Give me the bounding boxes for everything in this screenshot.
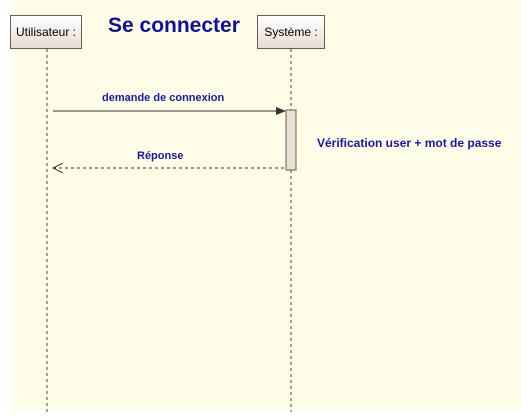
actor-systeme-label: Système : bbox=[264, 25, 318, 39]
actor-utilisateur[interactable]: Utilisateur : bbox=[10, 15, 82, 49]
actor-systeme[interactable]: Système : bbox=[257, 15, 325, 49]
response-message-label[interactable]: Réponse bbox=[137, 150, 184, 162]
verification-note: Vérification user + mot de passe bbox=[317, 136, 502, 150]
actor-utilisateur-label: Utilisateur : bbox=[15, 25, 77, 39]
system-activation-bar bbox=[285, 109, 297, 171]
diagram-canvas bbox=[11, 0, 521, 410]
diagram-title: Se connecter bbox=[108, 14, 240, 37]
request-message-label[interactable]: demande de connexion bbox=[102, 92, 225, 104]
